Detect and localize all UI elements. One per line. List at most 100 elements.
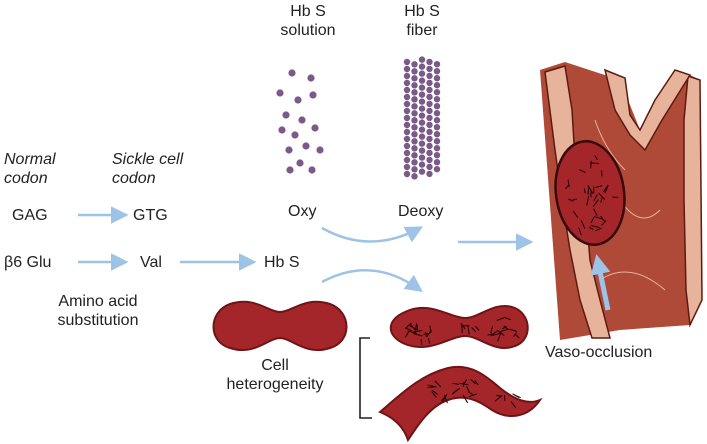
hbs-fiber-molecule: [426, 86, 433, 94]
hbs-fiber-molecule: [426, 114, 433, 122]
hbs-fiber-molecule: [433, 96, 441, 103]
hbs-fiber-molecule: [411, 117, 418, 124]
hbs-fiber-molecule: [418, 168, 426, 175]
hbs-fiber-molecule: [418, 112, 426, 119]
hbs-fiber-molecule: [418, 126, 426, 133]
polymer-strand: [434, 380, 442, 388]
polymer-strand: [432, 390, 438, 395]
polymer-strand: [427, 384, 437, 388]
hbs-fiber-molecule: [433, 82, 441, 89]
hbs-molecule: [294, 96, 302, 104]
hbs-fiber-molecule: [418, 154, 426, 161]
hbs-fiber-molecule: [418, 119, 426, 126]
heterogeneity-bracket: [359, 337, 372, 419]
hbs-fiber-molecule: [433, 152, 441, 159]
polymer-strand: [413, 333, 423, 337]
polymer-strand: [468, 393, 477, 398]
hbs-fiber-molecule: [433, 110, 441, 117]
hbs-fiber-molecule: [426, 65, 433, 73]
arrow-hbs-to-cells: [321, 269, 423, 293]
hbs-fiber-molecule: [426, 93, 433, 101]
polymer-strand: [405, 331, 409, 338]
polymer-strand: [497, 330, 505, 336]
hbs-fiber-molecule: [411, 75, 418, 82]
sickle-codon-gtg: GTG: [133, 207, 168, 224]
polymer-strand: [514, 394, 521, 399]
polymer-strand: [578, 227, 582, 236]
hbs-fiber-molecule: [411, 96, 418, 103]
polymer-laden-cell: [389, 305, 529, 349]
hbs-solution-molecules: [276, 69, 324, 174]
hbs-fiber-molecule: [426, 163, 433, 171]
polymer-strand: [452, 382, 460, 385]
hbs-fiber-molecule: [411, 131, 418, 138]
vaso-occlusion-label: Vaso-occlusion: [545, 344, 653, 361]
hbs-fiber-molecule: [403, 93, 411, 101]
hbs-fiber-molecule: [403, 128, 411, 136]
polymer-strand: [474, 380, 479, 385]
sickle-polymer-fibers: [427, 379, 521, 409]
polymer-strand: [592, 199, 599, 207]
hbs-fiber-molecule: [433, 124, 441, 131]
hbs-fiber-molecule: [403, 114, 411, 122]
polymer-strand: [590, 224, 600, 229]
hbs-fiber-molecule: [418, 140, 426, 147]
hbs-fiber-molecule: [418, 91, 426, 98]
hbs-fiber-molecule: [403, 121, 411, 129]
polymer-strand: [412, 329, 423, 333]
normal-red-cell: [212, 300, 348, 351]
hbs-fiber-molecule: [403, 163, 411, 171]
polymer-strand: [580, 220, 586, 229]
polymer-strand: [405, 327, 412, 331]
hbs-fiber-molecule: [403, 86, 411, 94]
polymer-strand: [583, 188, 586, 194]
polymer-strand: [598, 192, 606, 200]
hbs-fiber-molecule: [411, 103, 418, 110]
hbs-fiber-molecule: [418, 77, 426, 84]
polymer-strand: [443, 394, 448, 404]
val-label: Val: [140, 254, 162, 271]
arrow-oxy-to-deoxy: [321, 226, 424, 243]
polymer-strand: [595, 227, 602, 232]
hbs-molecule: [302, 142, 310, 150]
hbs-molecule: [298, 116, 306, 124]
hbs-fiber-molecule: [433, 60, 441, 68]
hbs-molecule: [278, 126, 286, 134]
polymer-strand: [579, 169, 586, 173]
hbs-fiber-molecule: [418, 98, 426, 105]
hbs-molecule: [316, 146, 324, 154]
hbs-fiber-molecule: [426, 107, 433, 115]
hbs-fiber-molecule: [403, 72, 411, 80]
polymer-strand: [471, 327, 477, 333]
polymer-strand: [428, 337, 430, 345]
polymer-strand: [513, 332, 517, 338]
polymer-strand: [487, 333, 495, 336]
hbs-fiber-molecule: [418, 133, 426, 140]
hbs-molecule: [296, 159, 304, 167]
polymer-strand: [601, 220, 607, 226]
hbs-fiber-molecule: [411, 124, 418, 131]
hbs-fiber-molecule: [403, 156, 411, 164]
hbs-fiber-molecule: [411, 166, 418, 173]
hbs-molecule: [286, 166, 294, 174]
hbs-fiber-molecule: [418, 70, 426, 77]
hbs-molecule: [285, 146, 293, 154]
hbs-fiber-molecule: [433, 103, 441, 110]
hbs-fiber-molecule: [411, 159, 418, 166]
polymer-strand: [409, 325, 418, 331]
polymer-strand: [600, 196, 603, 203]
beta6-glu-label: β6 Glu: [4, 254, 52, 271]
hbs-fiber-molecule: [426, 135, 433, 143]
polymer-strand: [595, 185, 603, 188]
polymer-strand: [571, 198, 578, 201]
polymer-strand: [587, 186, 590, 195]
polymer-strand: [475, 325, 480, 331]
deoxy-label: Deoxy: [398, 203, 444, 220]
